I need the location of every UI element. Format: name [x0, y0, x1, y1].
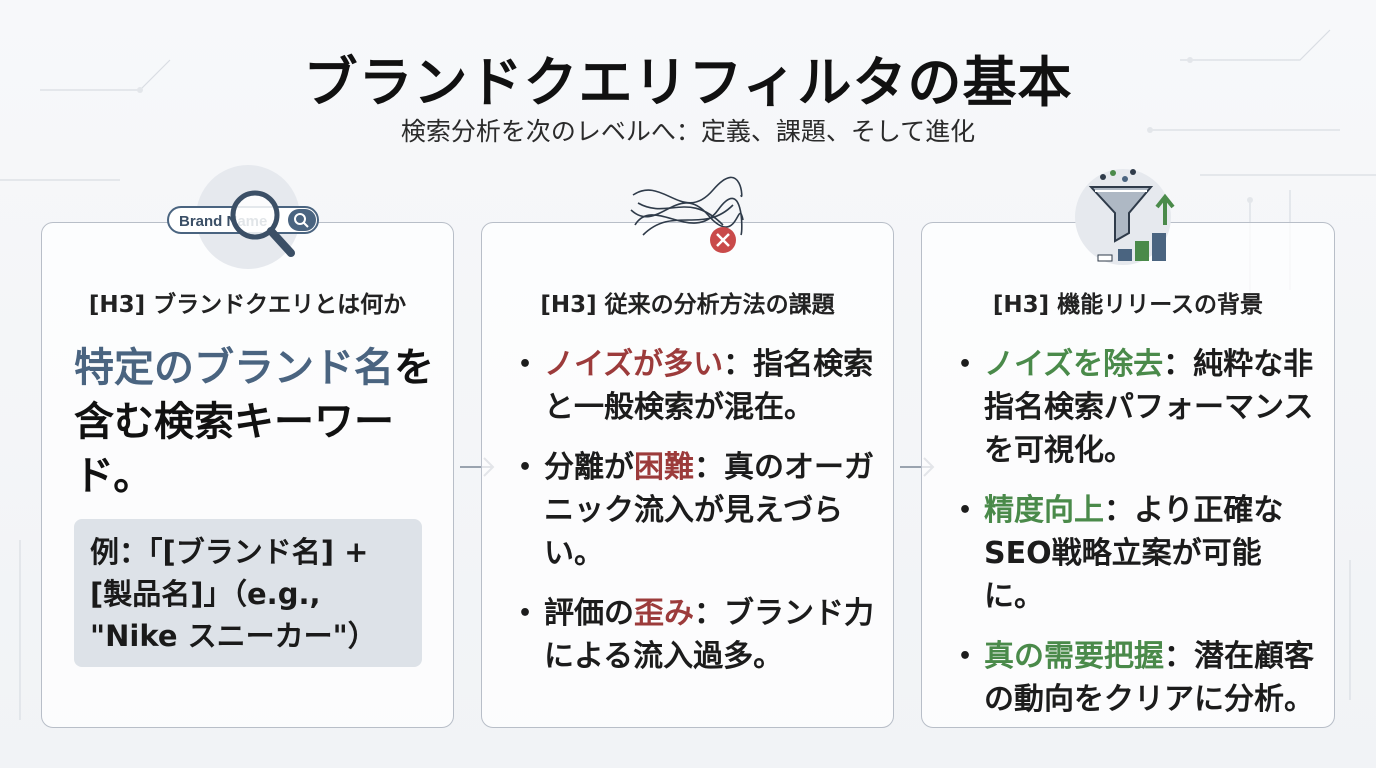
magnifier-brand-name-icon: Brand Name — [163, 165, 333, 275]
card-heading: [H3] 機能リリースの背景 — [992, 292, 1264, 318]
page-title: ブランドクエリフィルタの基本 — [303, 51, 1073, 114]
benefit-text: ：より正確なSEO戦略立案が可能に。 — [984, 493, 1284, 614]
card-heading: [H3] 従来の分析方法の課題 — [540, 292, 835, 318]
example-box: 例：「[ブランド名] + [製品名]」（e.g., "Nike スニーカー"） — [74, 519, 422, 667]
list-item: •ノイズが多い：指名検索と一般検索が混在。 — [518, 347, 874, 425]
list-item: •真の需要把握：潜在顧客の動向をクリアに分析。 — [958, 639, 1314, 717]
list-item: •精度向上：より正確なSEO戦略立案が可能に。 — [958, 493, 1284, 614]
benefit-key: ノイズを除去 — [984, 347, 1164, 382]
issue-text: ：真のオーガニック流入が見えづらい。 — [544, 450, 874, 571]
card-feature-background: [H3] 機能リリースの背景 •ノイズを除去：純粋な非指名検索パフォーマンスを可… — [921, 169, 1335, 728]
issue-text: ：ブランド力による流入過多。 — [544, 596, 874, 674]
list-item: •ノイズを除去：純粋な非指名検索パフォーマンスを可視化。 — [958, 347, 1314, 468]
issue-key: 歪み — [634, 596, 694, 631]
list-item: •分離が困難：真のオーガニック流入が見えづらい。 — [518, 450, 874, 571]
benefit-key: 真の需要把握 — [984, 639, 1164, 674]
definition-lead: 特定のブランド名を含む検索キーワード。 — [74, 341, 434, 503]
issue-key-prefix: 分離が — [544, 450, 634, 485]
issue-key: 困難 — [634, 450, 694, 485]
page-subtitle: 検索分析を次のレベルへ：定義、課題、そして進化 — [400, 117, 976, 146]
funnel-growth-chart-icon — [1073, 165, 1183, 275]
issue-text: ：指名検索と一般検索が混在。 — [544, 347, 874, 425]
benefit-text: ：潜在顧客の動向をクリアに分析。 — [984, 639, 1314, 717]
card-brand-query-definition: Brand Name [H3] ブランドクエリとは何か 特定のブランド名を含む検… — [41, 165, 454, 728]
benefit-text: ：純粋な非指名検索パフォーマンスを可視化。 — [984, 347, 1314, 468]
issue-list: •ノイズが多い：指名検索と一般検索が混在。 •分離が困難：真のオーガニック流入が… — [518, 343, 878, 695]
issue-key: ノイズが多い — [544, 347, 724, 382]
benefit-key: 精度向上 — [984, 493, 1104, 528]
tangled-lines-error-icon — [623, 165, 753, 275]
benefit-list: •ノイズを除去：純粋な非指名検索パフォーマンスを可視化。 •精度向上：より正確な… — [958, 343, 1318, 738]
card-heading: [H3] ブランドクエリとは何か — [88, 292, 407, 318]
lead-accent: 特定のブランド名 — [74, 345, 394, 391]
list-item: •評価の歪み：ブランド力による流入過多。 — [518, 596, 874, 674]
lead-rest: を含む検索キーワード。 — [74, 345, 434, 499]
card-traditional-issues: [H3] 従来の分析方法の課題 •ノイズが多い：指名検索と一般検索が混在。 •分… — [481, 176, 894, 728]
issue-key-prefix: 評価の — [544, 596, 634, 631]
